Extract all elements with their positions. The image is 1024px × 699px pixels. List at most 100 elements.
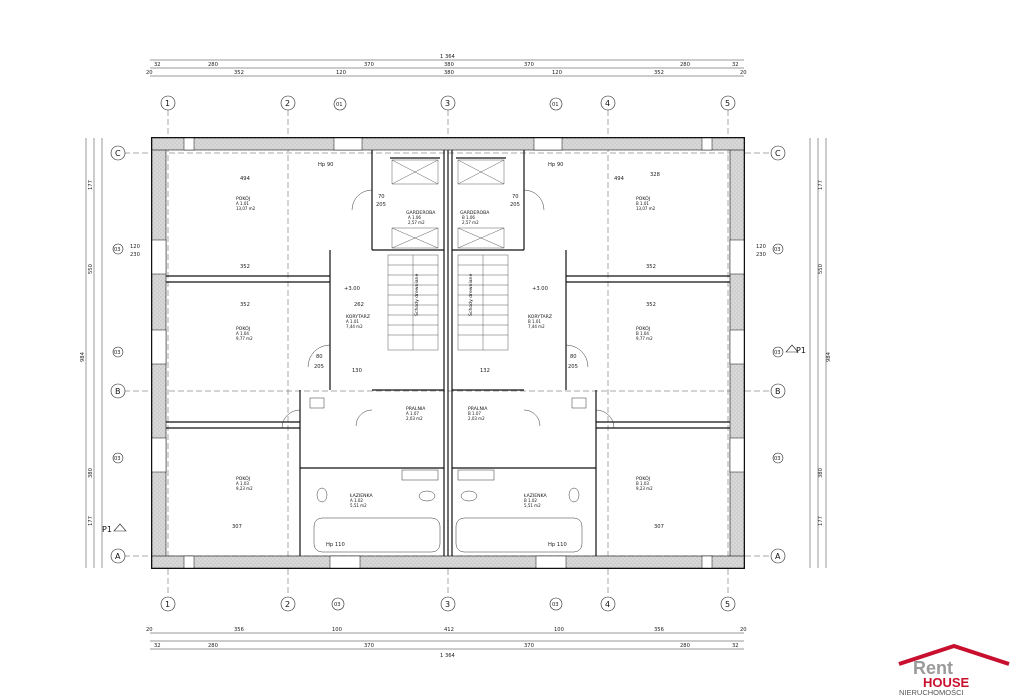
room-code: A 1.06 bbox=[408, 215, 421, 220]
grid-mid-col-left-bottom: 03 bbox=[334, 602, 341, 608]
door-small-dim-2: 205 bbox=[376, 202, 386, 208]
room-pralnia-r: PRALNIA B 1.07 2,03 m2 bbox=[468, 406, 488, 421]
bottom-dim-11: 370 bbox=[524, 643, 534, 649]
hp-label-bottom-right: Hp 110 bbox=[548, 542, 567, 548]
right-dim-177b: 177 bbox=[818, 516, 824, 526]
top-dim-3: 370 bbox=[364, 62, 374, 68]
inner-dim-262: 262 bbox=[354, 302, 364, 308]
inner-dim-130: 130 bbox=[352, 368, 362, 374]
room-area: 9,77 m2 bbox=[636, 336, 653, 341]
top-dim-2: 280 bbox=[208, 62, 218, 68]
bottom-dim-4: 412 bbox=[444, 627, 454, 633]
bottom-dim-5: 100 bbox=[554, 627, 564, 633]
top-dim-10: 120 bbox=[336, 70, 346, 76]
room-name: PRALNIA bbox=[468, 406, 488, 412]
rent-house-logo: Rent HOUSE NIERUCHOMOŚCI bbox=[898, 644, 1010, 696]
room-pralnia-l: PRALNIA A 1.07 2,03 m2 bbox=[406, 406, 426, 421]
room-area: 13,07 m2 bbox=[636, 206, 656, 211]
room-pokoj-br: POKÓJ B 1.03 9,23 m2 bbox=[636, 475, 653, 491]
room-name: POKÓJ bbox=[636, 195, 650, 202]
top-dim-12: 120 bbox=[552, 70, 562, 76]
right-dim-177a: 177 bbox=[818, 180, 824, 190]
section-mark-right: P1 bbox=[796, 346, 806, 355]
grid-mid-col-left-top: 01 bbox=[336, 102, 343, 108]
room-name: PRALNIA bbox=[406, 406, 426, 412]
bottom-dim-2: 356 bbox=[234, 627, 244, 633]
bottom-dim-12: 280 bbox=[680, 643, 690, 649]
room-area: 2,03 m2 bbox=[406, 416, 423, 421]
grid-col-5-bottom: 5 bbox=[725, 600, 730, 609]
bottom-dim-6: 356 bbox=[654, 627, 664, 633]
inner-dim-328: 328 bbox=[650, 172, 660, 178]
room-name: POKÓJ bbox=[236, 195, 250, 202]
top-dim-14: 20 bbox=[740, 70, 747, 76]
door-dim-3: 80 bbox=[570, 354, 577, 360]
room-name: KORYTARZ bbox=[528, 314, 552, 320]
top-dim-7: 32 bbox=[732, 62, 739, 68]
door-dim-2: 205 bbox=[314, 364, 324, 370]
grid-col-4-top: 4 bbox=[605, 99, 610, 108]
room-code: B 1.03 bbox=[636, 481, 649, 486]
room-code: A 1.01 bbox=[236, 201, 249, 206]
grid-col-2-bottom: 2 bbox=[285, 600, 290, 609]
bathroom-fixtures bbox=[309, 397, 587, 553]
room-pokoj-tr: POKÓJ B 1.01 13,07 m2 bbox=[636, 195, 656, 211]
top-dim-4: 380 bbox=[444, 62, 454, 68]
door-small-dim-4: 205 bbox=[510, 202, 520, 208]
grid-row-a-left: A bbox=[115, 552, 121, 561]
bottom-dim-8: 32 bbox=[154, 643, 161, 649]
room-code: A 1.01 bbox=[346, 319, 359, 324]
room-area: 2,03 m2 bbox=[468, 416, 485, 421]
inner-dim-352-4: 352 bbox=[646, 302, 656, 308]
right-total-dim: 984 bbox=[826, 351, 832, 362]
stairs-label-left: Schody drewniane bbox=[414, 274, 420, 316]
section-triangle-left bbox=[113, 523, 127, 532]
room-code: B 1.04 bbox=[636, 331, 649, 336]
room-area: 2,57 m2 bbox=[408, 220, 425, 225]
room-name: ŁAZIENKA bbox=[349, 493, 373, 499]
room-name: GARDEROBA bbox=[406, 210, 436, 216]
room-pokoj-tl: POKÓJ A 1.01 13,07 m2 bbox=[236, 195, 256, 211]
overall-dim-bottom: 1 364 bbox=[440, 653, 456, 659]
side-mark-1-right: 03 bbox=[774, 247, 781, 253]
grid-col-3-top: 3 bbox=[445, 99, 450, 108]
room-name: POKÓJ bbox=[236, 475, 250, 482]
room-code: A 1.04 bbox=[236, 331, 249, 336]
grid-col-5-top: 5 bbox=[725, 99, 730, 108]
wardrobe-crosses bbox=[391, 159, 505, 249]
inner-dim-352-2: 352 bbox=[646, 264, 656, 270]
grid-bubbles bbox=[110, 95, 786, 612]
room-korytarz-r: KORYTARZ B 1.01 7,44 m2 bbox=[528, 314, 552, 329]
bottom-dim-1: 20 bbox=[146, 627, 153, 633]
top-dim-9: 352 bbox=[234, 70, 244, 76]
room-code: B 1.07 bbox=[468, 411, 481, 416]
inner-dim-352-1: 352 bbox=[240, 264, 250, 270]
door-dim-1: 80 bbox=[316, 354, 323, 360]
door-swings bbox=[281, 189, 615, 429]
room-pokoj-ml: POKÓJ A 1.04 9,77 m2 bbox=[236, 325, 253, 341]
room-area: 7,44 m2 bbox=[528, 324, 545, 329]
room-area: 9,23 m2 bbox=[236, 486, 253, 491]
stairs bbox=[387, 254, 509, 351]
overall-dim-top: 1 364 bbox=[440, 54, 456, 60]
hp-label-top-right: Hp 90 bbox=[548, 162, 563, 168]
room-area: 13,07 m2 bbox=[236, 206, 256, 211]
bottom-dim-10: 370 bbox=[364, 643, 374, 649]
room-area: 5,51 m2 bbox=[524, 503, 541, 508]
room-area: 9,23 m2 bbox=[636, 486, 653, 491]
room-code: B 1.06 bbox=[462, 215, 475, 220]
room-pokoj-mr: POKÓJ B 1.04 9,77 m2 bbox=[636, 325, 653, 341]
interior-walls bbox=[166, 150, 730, 556]
right-dim-550: 550 bbox=[818, 264, 824, 274]
grid-row-c-right: C bbox=[775, 149, 781, 158]
room-name: GARDEROBA bbox=[460, 210, 490, 216]
side-mark-2-left: 03 bbox=[114, 350, 121, 356]
room-code: B 1.01 bbox=[636, 201, 649, 206]
top-dim-6: 280 bbox=[680, 62, 690, 68]
logo-rent: Rent bbox=[913, 658, 953, 678]
top-dim-5: 370 bbox=[524, 62, 534, 68]
door-dim-4: 205 bbox=[568, 364, 578, 370]
logo-subtitle: NIERUCHOMOŚCI bbox=[899, 688, 964, 696]
grid-col-1-bottom: 1 bbox=[165, 600, 170, 609]
